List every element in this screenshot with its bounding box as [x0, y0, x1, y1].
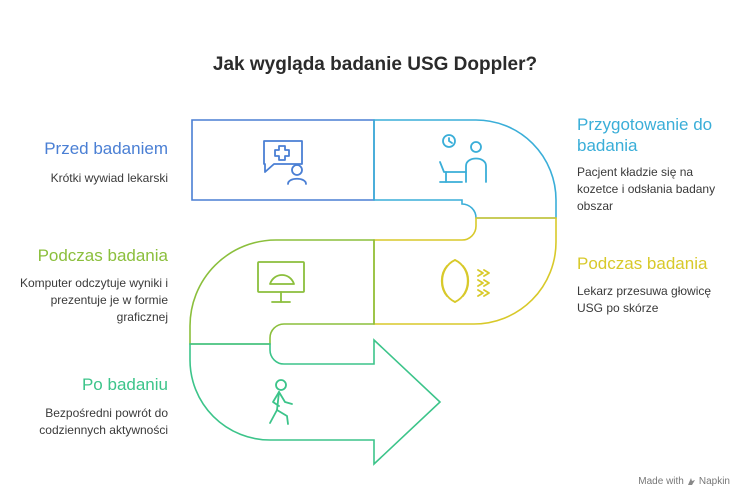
step-heading: Po badaniu [81, 375, 168, 394]
step-heading: Podczas badania [37, 246, 168, 265]
step-description: Komputer odczytuje wyniki i prezentuje j… [19, 276, 168, 324]
ultrasound-probe-icon [440, 259, 490, 303]
step-after: Po badaniu Bezpośredni powrót do codzien… [18, 374, 168, 439]
napkin-logo-icon [687, 478, 695, 485]
step-heading: Przed badaniem [44, 139, 168, 158]
step-during-monitor: Podczas badania Komputer odczytuje wynik… [18, 245, 168, 326]
patient-waiting-icon [439, 134, 487, 183]
segment-during-monitor [189, 239, 375, 345]
step-during-probe: Podczas badania Lekarz przesuwa głowicę … [577, 253, 732, 317]
step-description: Bezpośredni powrót do codziennych aktywn… [39, 406, 168, 437]
step-description: Krótki wywiad lekarski [50, 171, 168, 185]
walking-person-icon [269, 379, 293, 425]
step-before: Przed badaniem Krótki wywiad lekarski [18, 138, 168, 187]
made-with-label: Made with [638, 476, 684, 487]
made-with-badge: Made with Napkin [638, 476, 730, 487]
brand-label: Napkin [698, 476, 730, 487]
step-heading: Podczas badania [577, 254, 708, 273]
monitor-ultrasound-icon [257, 261, 305, 303]
step-description: Lekarz przesuwa głowicę USG po skórze [577, 284, 712, 315]
step-preparation: Przygotowanie do badania Pacjent kładzie… [577, 114, 732, 215]
segment-preparation [373, 119, 557, 219]
page-title: Jak wygląda badanie USG Doppler? [212, 54, 538, 75]
segment-during-probe [373, 217, 557, 325]
step-heading: Przygotowanie do badania [577, 115, 713, 155]
segment-after [189, 338, 442, 466]
medical-consultation-icon [263, 140, 307, 185]
step-description: Pacjent kładzie się na kozetce i odsłani… [577, 165, 716, 213]
